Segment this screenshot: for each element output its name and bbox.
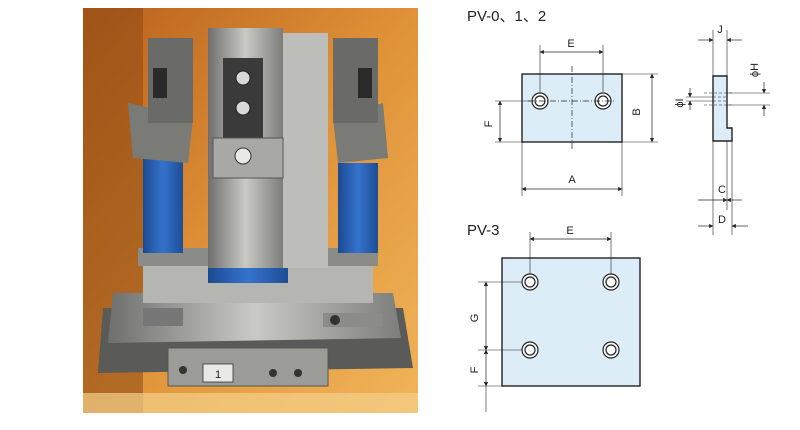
pv3-dim-g: G — [469, 314, 481, 323]
pv012-title: PV-0、1、2 — [467, 8, 546, 25]
pv3-hole-top-right — [602, 273, 620, 291]
fixture-illustration: 1 — [83, 8, 418, 413]
pv3-hole-bottom-left — [521, 341, 539, 359]
side-dim-i: ϕI — [674, 98, 686, 107]
pv012-dim-f: F — [483, 120, 495, 127]
product-photo: 1 — [83, 8, 418, 413]
pv3-plate — [501, 257, 641, 387]
pv3-dim-f: F — [469, 366, 481, 373]
pv3-title: PV-3 — [467, 222, 500, 239]
side-dim-c: C — [718, 184, 726, 196]
pv012-dim-e: E — [567, 38, 574, 50]
plate-number: 1 — [215, 369, 221, 381]
side-profile — [712, 75, 733, 142]
side-view: J ϕI ϕH C — [674, 24, 770, 235]
technical-drawings: PV-0、1、2 E B — [440, 0, 800, 425]
pv012-dim-b: B — [631, 108, 643, 115]
pv3-dim-e: E — [566, 225, 573, 237]
side-dim-h: ϕH — [749, 63, 761, 77]
side-dim-d: D — [718, 214, 726, 226]
pv3-hole-top-left — [521, 273, 539, 291]
pv3-front-view: PV-3 E — [467, 222, 641, 412]
drawing-canvas: PV-0、1、2 E B — [467, 8, 770, 412]
pv012-dim-a: A — [568, 174, 576, 186]
side-dim-j: J — [717, 24, 723, 36]
pv3-hole-bottom-right — [602, 341, 620, 359]
pv012-front-view: PV-0、1、2 E B — [467, 8, 658, 196]
